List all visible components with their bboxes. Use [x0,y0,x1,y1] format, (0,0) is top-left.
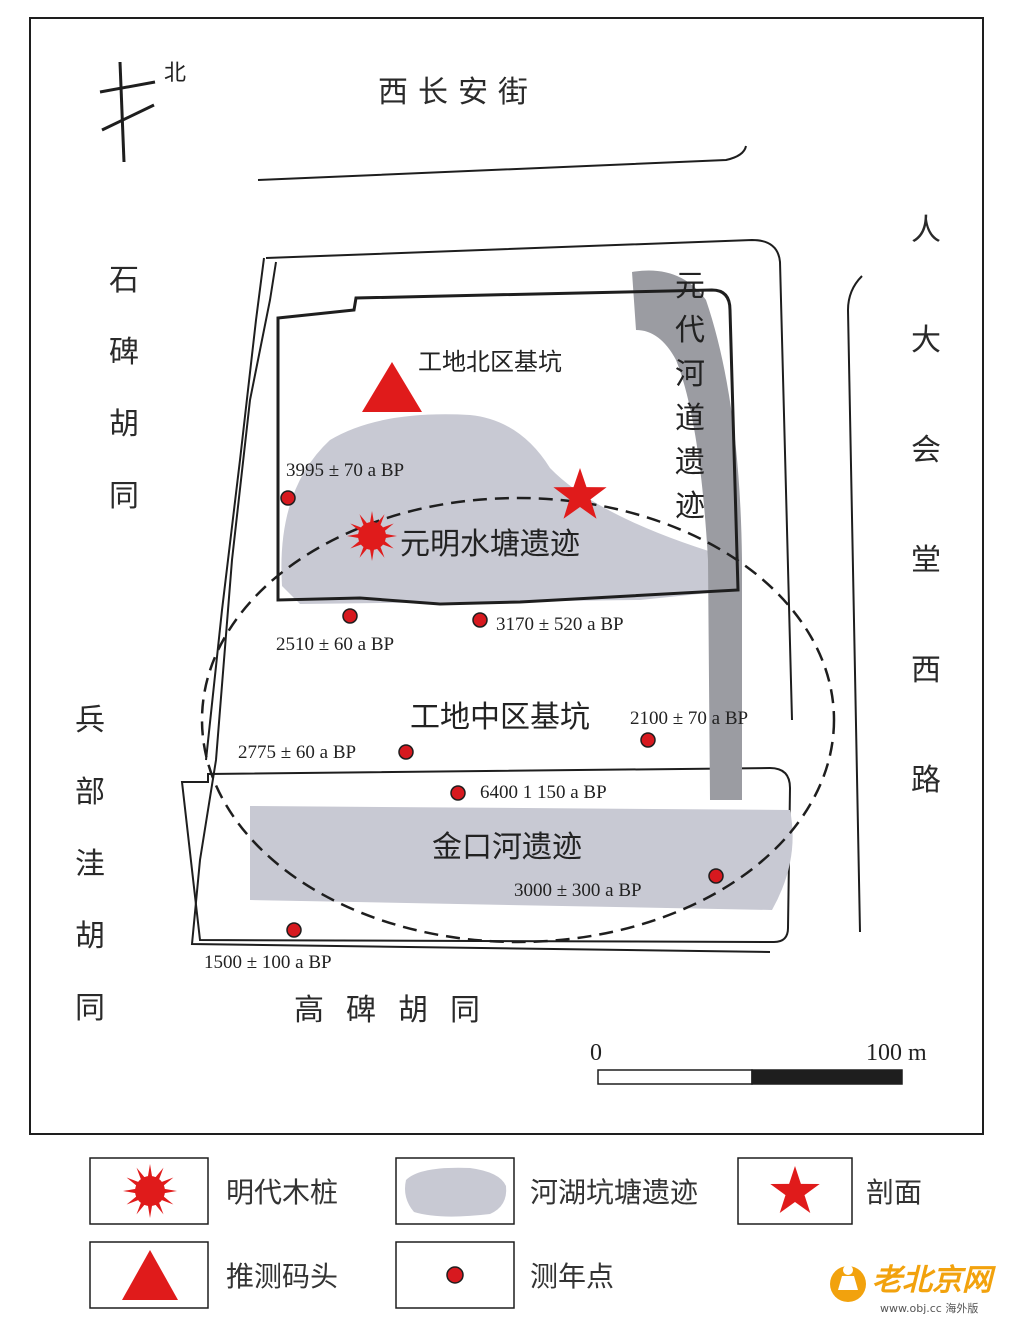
svg-text:人大会堂西路: 人大会堂西路 [911,213,941,798]
date-label: 3170 ± 520 a BP [496,614,624,635]
legend-label: 推测码头 [226,1260,338,1293]
legend-label: 测年点 [530,1260,614,1293]
date-label: 2100 ± 70 a BP [630,708,748,729]
legend-label: 剖面 [866,1176,922,1209]
triangle-icon [122,1250,178,1300]
svg-text:兵部洼胡同: 兵部洼胡同 [75,703,105,1026]
svg-text:石碑胡同: 石碑胡同 [109,263,139,514]
middle-pit-label: 工地中区基坑 [410,700,590,735]
street-north: 西长安街 [378,75,538,110]
dating-dot [280,490,296,506]
date-label: 1500 ± 100 a BP [204,952,332,973]
star-icon [770,1166,820,1213]
gray-blob-icon [405,1167,507,1217]
scale-bar: 0 100 m [590,1040,927,1085]
watermark-text: 老北京网 [872,1263,996,1298]
watermark-logo-icon [830,1265,866,1302]
yuan-channel-label: 元代河道遗迹 [675,269,705,524]
dot-icon [446,1266,464,1284]
north-arrow-icon [99,61,156,163]
wooden-pile-sun-icon [347,511,397,561]
map-frame [29,17,984,1135]
dating-dot [342,608,358,624]
dating-dots [280,490,724,938]
date-label: 2775 ± 60 a BP [238,742,356,763]
middle-pit-ellipse [200,496,836,944]
river-south-area [250,806,793,910]
date-label: 2510 ± 60 a BP [276,634,394,655]
profile-star-icon [553,468,607,519]
pier-triangle-icon [362,362,422,412]
dating-dot [640,732,656,748]
pond-label: 元明水塘遗迹 [400,527,580,562]
yuan-channel-area [632,270,742,801]
river-south-label: 金口河遗迹 [432,830,582,865]
street-east-label: 人大会堂西路 [911,213,941,798]
watermark: 老北京网 www.obj.cc 海外版 [830,1263,996,1315]
date-label: 3000 ± 300 a BP [514,880,642,901]
street-east-edge [846,275,863,933]
dating-dot [472,612,488,628]
north-pit-boundary [276,288,740,606]
legend-label: 河湖坑塘遗迹 [530,1176,698,1209]
street-south: 高碑胡同 [294,993,502,1028]
pond-area [281,414,738,604]
scale-start: 0 [590,1040,602,1066]
north-label: 北 [164,61,186,86]
scale-end: 100 m [866,1040,927,1066]
street-north-edge [257,145,747,181]
site-outer-boundary [190,238,793,953]
dating-dot [708,868,724,884]
street-west-upper-label: 石碑胡同 [109,263,139,514]
watermark-url: www.obj.cc 海外版 [880,1301,978,1315]
dating-dot [450,785,466,801]
south-pit-boundary [180,766,792,944]
legend-label: 明代木桩 [226,1176,338,1209]
sun-burst-icon [123,1164,177,1218]
north-pit-label: 工地北区基坑 [418,348,562,376]
legend: 明代木桩 河湖坑塘遗迹 剖面 推测码头 测年点 [89,1157,922,1309]
dating-dot [286,922,302,938]
date-label: 6400 1 150 a BP [480,782,607,803]
dating-dot [398,744,414,760]
date-label: 3995 ± 70 a BP [286,460,404,481]
street-west-lower-label: 兵部洼胡同 [75,703,105,1026]
svg-text:元代河道遗迹: 元代河道遗迹 [675,269,705,524]
